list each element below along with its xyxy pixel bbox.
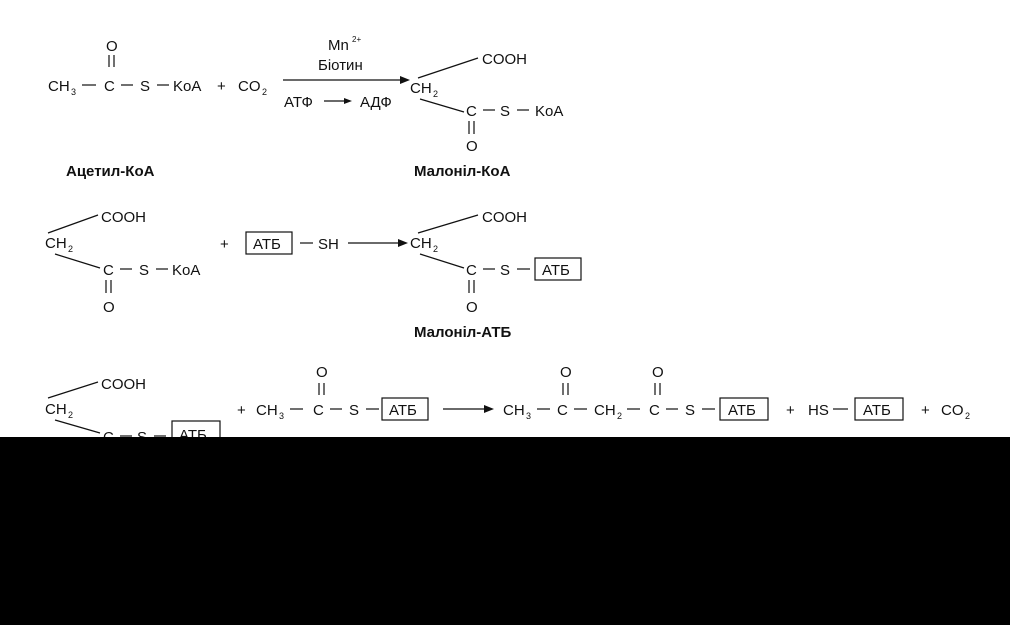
r3-bond-up: [47, 381, 99, 399]
r3-r2-atb-box: [381, 397, 429, 421]
r2-atb: АТБ: [253, 236, 281, 253]
r1-co2-sub: 2: [262, 87, 267, 97]
r3-plus-3: +: [921, 402, 930, 419]
r3-p-ch3: CH: [503, 402, 525, 419]
r1-main-arrow-head: [400, 76, 410, 84]
r2-s: S: [139, 262, 149, 279]
r1-p-c: C: [466, 103, 477, 120]
r3-p-atb-box: [719, 397, 769, 421]
reaction-1: O CH 3 C S KoA + CO 2 Mn 2+ Біотин АТФ А…: [48, 35, 563, 180]
r1-c: C: [104, 78, 115, 95]
r3-p-ch2: CH: [594, 402, 616, 419]
r2-arrow-head: [398, 239, 408, 247]
black-mask-band: [0, 437, 1010, 625]
r2-p-s: S: [500, 262, 510, 279]
r2-bond-down: [54, 253, 101, 269]
r1-p-ch2: CH: [410, 80, 432, 97]
r1-label-malonyl-coa: Малоніл-КоА: [414, 163, 511, 180]
r2-p-bond-down: [419, 253, 465, 269]
r2-p-atb-box: [534, 257, 582, 281]
r3-hs: HS: [808, 402, 829, 419]
r2-p-bond-up: [417, 214, 479, 234]
r1-label-acetyl-coa: Ацетил-КоА: [66, 163, 155, 180]
r1-p-bond-up: [417, 57, 479, 79]
r2-atb-box: [245, 231, 293, 255]
r1-koa: KoA: [173, 78, 201, 95]
r1-ch3-sub: 3: [71, 87, 76, 97]
r1-plus: +: [217, 78, 226, 95]
r3-ch2-sub: 2: [68, 410, 73, 420]
r1-p-s: S: [500, 103, 510, 120]
r2-label-malonyl-atb: Малоніл-АТБ: [414, 324, 512, 341]
r3-p-ch2-sub: 2: [617, 411, 622, 421]
r2-ch2: CH: [45, 235, 67, 252]
r1-p-bond-down: [419, 98, 465, 113]
r2-koa: KoA: [172, 262, 200, 279]
r1-cofactor-sup: 2+: [352, 35, 361, 44]
r2-p-ch2: CH: [410, 235, 432, 252]
r2-p-atb: АТБ: [542, 262, 570, 279]
r1-p-o: O: [466, 138, 478, 155]
r3-hs-atb-box: [854, 397, 904, 421]
r1-adp: АДФ: [360, 94, 392, 111]
reaction-2: COOH CH 2 C S KoA O + АТБ SH COOH CH 2 C…: [45, 209, 582, 341]
r1-p-koa: KoA: [535, 103, 563, 120]
paper-background: [0, 0, 1010, 437]
r3-hs-atb: АТБ: [863, 402, 891, 419]
r2-p-cooh: COOH: [482, 209, 527, 226]
r2-p-o: O: [466, 299, 478, 316]
r3-cooh: COOH: [101, 376, 146, 393]
r3-bond-down: [54, 419, 101, 434]
r1-atp: АТФ: [284, 94, 313, 111]
r3-p-ch3-sub: 3: [526, 411, 531, 421]
r2-plus: +: [220, 236, 229, 253]
r1-cofactor: Mn: [328, 37, 349, 54]
r3-r2-ch3-sub: 3: [279, 411, 284, 421]
r2-cooh: COOH: [101, 209, 146, 226]
r3-r2-s: S: [349, 402, 359, 419]
r3-r2-c: C: [313, 402, 324, 419]
r1-carbonyl-o: O: [106, 38, 118, 55]
r1-p-cooh: COOH: [482, 51, 527, 68]
r1-biotin: Біотин: [318, 57, 363, 74]
r2-p-ch2-sub: 2: [433, 244, 438, 254]
r3-co2-sub: 2: [965, 411, 970, 421]
r1-atp-arrow-head: [344, 98, 352, 104]
r3-r2-atb: АТБ: [389, 402, 417, 419]
r3-p-atb: АТБ: [728, 402, 756, 419]
r3-p-o2: O: [652, 364, 664, 381]
r3-ch2: CH: [45, 401, 67, 418]
r3-p-c2: C: [649, 402, 660, 419]
r3-r2-ch3: CH: [256, 402, 278, 419]
r1-ch3: CH: [48, 78, 70, 95]
r1-p-ch2-sub: 2: [433, 89, 438, 99]
r2-p-c: C: [466, 262, 477, 279]
r3-p-s: S: [685, 402, 695, 419]
r2-bond-up: [47, 214, 99, 234]
r3-r2-o: O: [316, 364, 328, 381]
r1-s: S: [140, 78, 150, 95]
r3-co2: CO: [941, 402, 964, 419]
r2-sh: SH: [318, 236, 339, 253]
r3-arrow-head: [484, 405, 494, 413]
r2-o: O: [103, 299, 115, 316]
r3-plus-2: +: [786, 402, 795, 419]
r3-p-c1: C: [557, 402, 568, 419]
r3-plus-1: +: [237, 402, 246, 419]
r1-co2: CO: [238, 78, 261, 95]
r2-ch2-sub: 2: [68, 244, 73, 254]
r3-p-o1: O: [560, 364, 572, 381]
r2-c: C: [103, 262, 114, 279]
